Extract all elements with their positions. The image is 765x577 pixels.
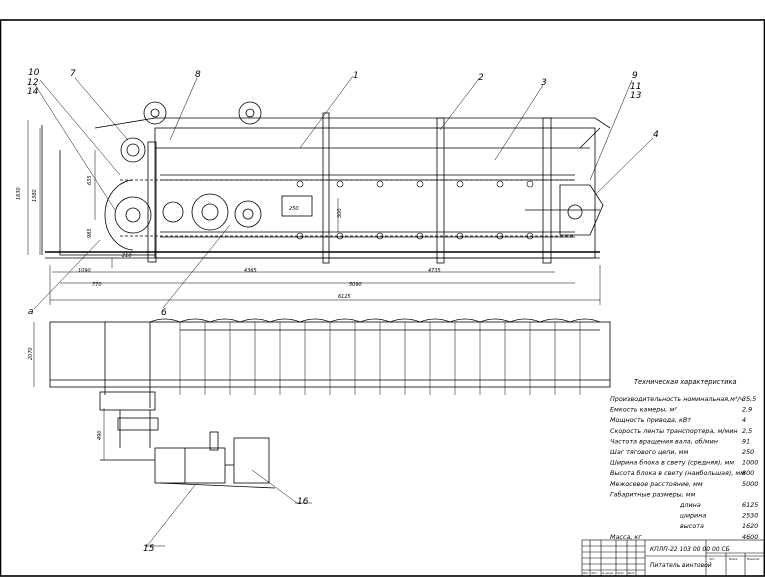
side-elevation xyxy=(41,101,611,264)
spec-label: Емкость камеры, м³ xyxy=(610,406,677,414)
callout-9: 9 xyxy=(632,71,638,81)
doc-number: КПЛП-22 103 00 00 00 СБ xyxy=(650,546,730,553)
spec-label: Высота блока в свету (наибольшая), мм xyxy=(610,469,745,477)
spec-label: Скорость ленты транспортера, м/мин xyxy=(610,427,738,435)
spec-value: 4600 xyxy=(742,533,758,541)
pulley-right xyxy=(238,101,262,125)
upper-sprocket xyxy=(120,137,146,163)
dim-4735: 4735 xyxy=(428,268,441,274)
dim-6125: 6125 xyxy=(338,294,351,300)
callout-10: 10 xyxy=(28,68,40,78)
dim-5090: 5090 xyxy=(349,282,362,288)
spec-label: длина xyxy=(679,501,701,509)
dim-1090: 1090 xyxy=(78,268,91,274)
dim-1380: 1380 xyxy=(32,189,38,202)
dim-4365: 4365 xyxy=(244,268,257,274)
leaders-top xyxy=(33,75,654,310)
tb-row-list: Лист xyxy=(590,572,598,575)
spec-label: ширина xyxy=(680,512,706,520)
callout-14: 14 xyxy=(27,87,39,97)
tb-row-izm: Изм. xyxy=(583,572,589,575)
spec-value: 2,9 xyxy=(742,406,752,414)
gear-3 xyxy=(234,200,262,228)
post-2 xyxy=(436,117,445,264)
pulley-left xyxy=(143,101,167,125)
spec-value: 6125 xyxy=(742,501,758,509)
dimension-lines-top xyxy=(27,120,601,305)
motor xyxy=(233,437,270,484)
dim-770: 770 xyxy=(92,282,102,288)
callout-4: 4 xyxy=(653,130,659,140)
post-3 xyxy=(542,117,552,264)
tb-row-date: Дата xyxy=(627,572,635,575)
specs-table: Производительность номинальная,м³/ч35,5Е… xyxy=(610,395,758,541)
spec-label: Частота вращения вала, об/мин xyxy=(610,437,718,445)
tb-col-mass: Масса xyxy=(729,557,738,561)
dim-300: 300 xyxy=(337,208,343,218)
dim-1630: 1630 xyxy=(16,187,22,200)
callout-13: 13 xyxy=(630,91,642,101)
dim-985: 985 xyxy=(87,228,93,238)
spec-value: 5000 xyxy=(742,480,758,488)
spec-label: Габаритные размеры, мм xyxy=(610,490,696,498)
spec-label: Ширина блока в свету (средняя), мм xyxy=(610,459,734,467)
callout-16: 16 xyxy=(297,497,309,507)
spec-value: 800 xyxy=(742,469,754,477)
spec-label: Масса, кг xyxy=(610,533,642,541)
dim-2070: 2070 xyxy=(28,347,34,360)
spec-label: Мощность привода, кВт xyxy=(610,416,691,424)
leaders-plan xyxy=(145,469,312,547)
plan-view xyxy=(49,318,611,489)
specs-title: Техническая характеристика xyxy=(634,378,737,386)
tb-col-scale: Масштаб xyxy=(747,557,760,561)
title-block xyxy=(581,539,765,577)
callout-1: 1 xyxy=(353,71,359,81)
main-sprocket xyxy=(114,196,152,234)
callout-15: 15 xyxy=(143,544,155,554)
spec-value: 1620 xyxy=(742,522,758,530)
gear-2 xyxy=(191,193,229,231)
spec-value: 35,5 xyxy=(742,395,756,403)
spec-label: Межосевое расстояние, мм xyxy=(610,480,703,488)
bunker-body xyxy=(154,127,596,259)
tb-col-lit: Лит. xyxy=(708,557,715,561)
dim-250: 250 xyxy=(289,206,299,212)
post-1 xyxy=(322,112,330,264)
callout-2: 2 xyxy=(478,73,484,83)
tension-head xyxy=(559,184,604,236)
dim-490: 490 xyxy=(97,430,103,440)
dim-635: 635 xyxy=(87,175,93,185)
callout-7: 7 xyxy=(70,69,76,79)
callout-8: 8 xyxy=(195,70,201,80)
gear-1 xyxy=(162,201,184,223)
spec-value: 4 xyxy=(742,416,746,424)
tb-row-docnum: № докум. xyxy=(601,572,614,575)
callout-3: 3 xyxy=(541,78,547,88)
spec-label: высота xyxy=(680,522,704,530)
callout-a: a xyxy=(28,307,34,317)
callout-11: 11 xyxy=(630,82,641,92)
drawing-name: Питатель винтовой xyxy=(650,562,712,569)
dim-210: 210 xyxy=(122,253,132,259)
spec-label: Шаг тягового цепи, мм xyxy=(610,448,688,456)
callout-12: 12 xyxy=(27,78,39,88)
spec-value: 1000 xyxy=(742,459,758,467)
spec-value: 2530 xyxy=(742,512,758,520)
spec-value: 91 xyxy=(742,437,750,445)
spec-label: Производительность номинальная,м³/ч xyxy=(610,395,744,403)
spec-value: 250 xyxy=(742,448,754,456)
tb-row-sign: Подп. xyxy=(617,572,624,575)
callout-6: 6 xyxy=(161,308,167,318)
gearbox xyxy=(154,447,226,484)
spec-value: 2,5 xyxy=(742,427,752,435)
dimension-lines-plan xyxy=(33,322,105,460)
